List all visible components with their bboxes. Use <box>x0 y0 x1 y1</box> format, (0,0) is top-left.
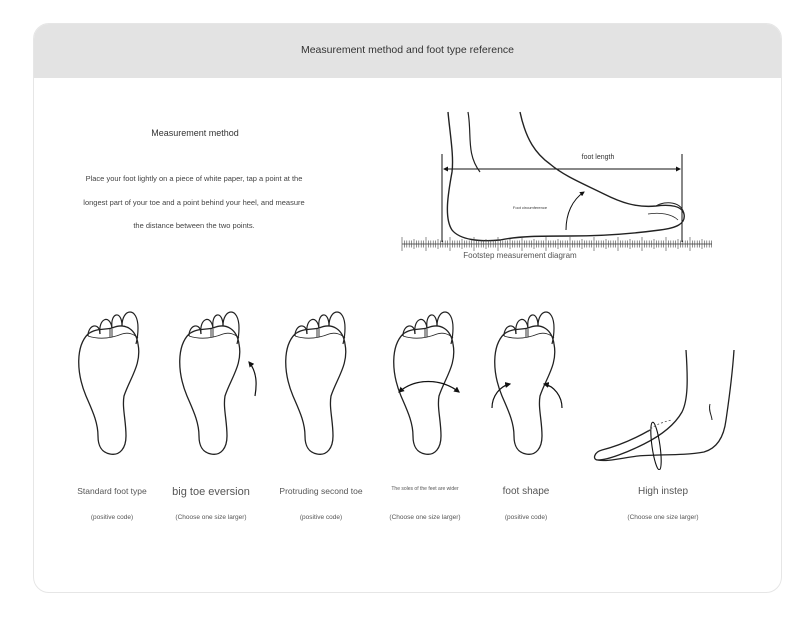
foot-type-label: High instep <box>637 486 689 497</box>
method-line: the distance between the two points. <box>133 221 255 230</box>
foot-measurement-diagram: foot length Foot circumference <box>401 111 712 251</box>
foot-type-standard: Standard foot type (positive code) <box>52 300 172 521</box>
method-description: Place your foot lightly on a piece of wh… <box>58 167 330 238</box>
foot-type-label: Standard foot type <box>77 486 147 496</box>
wide-sole-icon <box>393 311 460 455</box>
foot-type-label: Protruding second toe <box>279 486 363 496</box>
foot-type-note: (positive code) <box>299 514 343 521</box>
foot-type-note: (Choose one size larger) <box>175 514 247 521</box>
method-title: Measurement method <box>151 128 239 138</box>
big-toe-eversion-icon <box>179 311 257 455</box>
foot-reference-card: Measurement method and foot type referen… <box>33 23 782 593</box>
foot-type-note: (positive code) <box>90 514 134 521</box>
foot-type-label: big toe eversion <box>172 486 250 498</box>
foot-type-foot-shape: foot shape (positive code) <box>466 300 586 521</box>
foot-type-high-instep: High instep (Choose one size larger) <box>578 300 748 521</box>
other-leg <box>467 111 481 173</box>
protruding-second-toe-icon <box>285 311 347 455</box>
foot-length-label: foot length <box>582 154 615 161</box>
foot-shape-icon <box>491 311 563 455</box>
card-header: Measurement method and foot type referen… <box>34 24 781 78</box>
foot-type-wide-soles: The soles of the feet are wider (Choose … <box>365 300 485 521</box>
foot-type-note: (Choose one size larger) <box>627 514 699 521</box>
ruler <box>401 237 712 251</box>
foot-circumference-label: Foot circumference <box>513 205 548 210</box>
foot-type-protruding-second-toe: Protruding second toe (positive code) <box>261 300 381 521</box>
high-instep-icon <box>593 349 735 470</box>
method-line: longest part of your toe and a point beh… <box>83 197 305 207</box>
foot-outline <box>446 111 685 242</box>
diagram-caption: Footstep measurement diagram <box>463 251 577 260</box>
foot-type-big-toe-eversion: big toe eversion (Choose one size larger… <box>151 300 271 521</box>
method-line: Place your foot lightly on a piece of wh… <box>85 174 303 183</box>
big-toe <box>655 202 685 215</box>
foot-type-label: The soles of the feet are wider <box>391 486 459 492</box>
foot-type-note: (positive code) <box>504 514 548 521</box>
page-title: Measurement method and foot type referen… <box>300 44 515 56</box>
foot-type-label: foot shape <box>502 486 550 497</box>
foot-type-note: (Choose one size larger) <box>389 514 461 521</box>
circumference-arrow <box>565 191 585 231</box>
toe-lines <box>647 212 679 221</box>
